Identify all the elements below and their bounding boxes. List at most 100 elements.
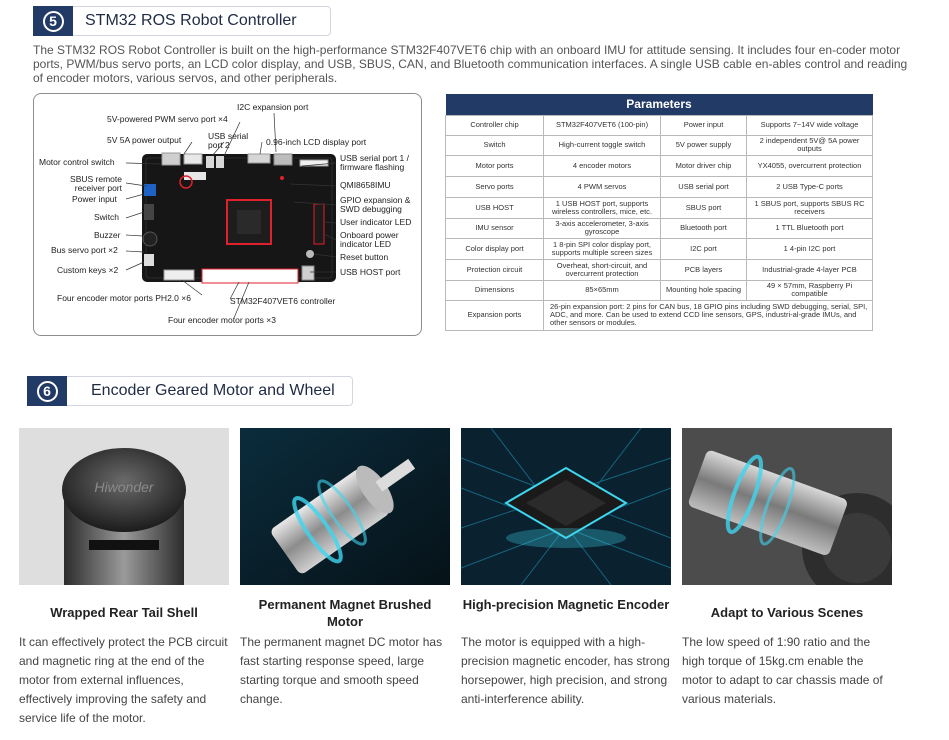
param-key: Color display port xyxy=(445,237,544,260)
brushed-motor-image xyxy=(240,428,450,585)
param-value: STM32F407VET6 (100-pin) xyxy=(543,114,661,136)
param-key: Mounting hole spacing xyxy=(660,279,747,301)
parameters-header: Parameters xyxy=(445,94,873,115)
param-key: USB serial port xyxy=(660,175,747,198)
param-value: 1 USB HOST port, supports wireless contr… xyxy=(543,196,661,219)
section-number-badge: 6 xyxy=(27,376,67,406)
label-gpio-swd: GPIO expansion & SWD debugging xyxy=(340,195,411,214)
param-value: Overheat, short-circuit, and overcurrent… xyxy=(543,258,661,281)
param-key: Motor ports xyxy=(445,154,544,177)
label-bus-servo: Bus servo port ×2 xyxy=(51,245,118,255)
param-value: Supports 7~14V wide voltage xyxy=(746,114,873,136)
section-5-header: 5 STM32 ROS Robot Controller xyxy=(33,6,331,36)
feature-card-tail-shell: Hiwonder xyxy=(19,428,229,585)
param-key: I2C port xyxy=(660,237,747,260)
label-encoder-ph: Four encoder motor ports PH2.0 ×6 xyxy=(57,293,191,303)
param-value: YX4055, overcurrent protection xyxy=(746,154,873,177)
label-usb-serial-1: USB serial port 1 / firmware flashing xyxy=(340,153,409,172)
magnetic-encoder-image xyxy=(461,428,671,585)
card-title-various-scenes: Adapt to Various Scenes xyxy=(710,605,864,620)
section-title: Encoder Geared Motor and Wheel xyxy=(67,376,353,406)
various-scenes-image xyxy=(682,428,892,585)
param-value: 1 4-pin I2C port xyxy=(746,237,873,260)
controller-intro-text: The STM32 ROS Robot Controller is built … xyxy=(33,43,908,85)
motor-wheel-picture xyxy=(682,428,892,585)
param-key: Servo ports xyxy=(445,175,544,198)
section-number: 5 xyxy=(42,10,64,32)
brushed-motor-picture xyxy=(240,428,450,585)
label-lcd-port: 0.96-inch LCD display port xyxy=(266,137,367,147)
param-key: Switch xyxy=(445,134,544,156)
label-sbus-port: SBUS remote receiver port xyxy=(70,174,122,193)
feature-card-various-scenes xyxy=(682,428,892,585)
label-custom-keys: Custom keys ×2 xyxy=(57,265,119,275)
param-key: Bluetooth port xyxy=(660,217,747,239)
label-power-output: 5V 5A power output xyxy=(107,135,182,145)
feature-card-brushed-motor xyxy=(240,428,450,585)
param-value-expansion: 26-pin expansion port: 2 pins for CAN bu… xyxy=(543,299,873,331)
section-number-badge: 5 xyxy=(33,6,73,36)
param-value: 2 independent 5V@ 5A power outputs xyxy=(746,134,873,156)
param-key: PCB layers xyxy=(660,258,747,281)
card-body-tail-shell: It can effectively protect the PCB circu… xyxy=(19,635,228,725)
card-title-tail-shell: Wrapped Rear Tail Shell xyxy=(50,605,198,620)
encoder-chip-picture xyxy=(461,428,671,585)
param-value: 4 encoder motors xyxy=(543,154,661,177)
tail-shell-image: Hiwonder xyxy=(19,428,229,585)
param-key: Power input xyxy=(660,114,747,136)
label-switch: Switch xyxy=(94,212,120,222)
section-number: 6 xyxy=(36,380,58,402)
param-value: High-current toggle switch xyxy=(543,134,661,156)
hiwonder-logo: Hiwonder xyxy=(94,479,154,495)
label-reset-button: Reset button xyxy=(340,252,389,262)
label-user-led: User indicator LED xyxy=(340,217,412,227)
label-usb-host: USB HOST port xyxy=(340,267,401,277)
param-key: Motor driver chip xyxy=(660,154,747,177)
label-motor-switch: Motor control switch xyxy=(39,157,115,167)
label-power-input: Power input xyxy=(72,194,117,204)
param-value: 2 USB Type-C ports xyxy=(746,175,873,198)
card-body-various-scenes: The low speed of 1:90 ratio and the high… xyxy=(682,635,883,706)
board-illustration xyxy=(125,112,337,319)
feature-card-magnetic-encoder xyxy=(461,428,671,585)
section-title: STM32 ROS Robot Controller xyxy=(73,6,331,36)
card-body-magnetic-encoder: The motor is equipped with a high-precis… xyxy=(461,635,670,706)
param-key: USB HOST xyxy=(445,196,544,219)
card-title-brushed-motor: Permanent Magnet Brushed Motor xyxy=(258,597,432,629)
param-value: 3-axis accelerometer, 3-axis gyroscope xyxy=(543,217,661,239)
param-key: Dimensions xyxy=(445,279,544,301)
label-usb-serial-2: USB serial port 2 xyxy=(208,131,249,150)
param-key: Controller chip xyxy=(445,114,544,136)
param-value: 1 SBUS port, supports SBUS RC receivers xyxy=(746,196,873,219)
param-key: Expansion ports xyxy=(445,299,544,331)
card-body-brushed-motor: The permanent magnet DC motor has fast s… xyxy=(240,635,443,706)
param-key: SBUS port xyxy=(660,196,747,219)
param-key: Protection circuit xyxy=(445,258,544,281)
param-key: 5V power supply xyxy=(660,134,747,156)
label-encoder-x3: Four encoder motor ports ×3 xyxy=(168,315,276,325)
param-value: 4 PWM servos xyxy=(543,175,661,198)
label-controller: STM32F407VET6 controller xyxy=(230,296,336,306)
controller-board-diagram: I2C expansion port 5V-powered PWM servo … xyxy=(33,93,422,336)
card-title-magnetic-encoder: High-precision Magnetic Encoder xyxy=(462,597,670,612)
section-6-header: 6 Encoder Geared Motor and Wheel xyxy=(27,376,353,406)
motor-tail-shell-picture: Hiwonder xyxy=(19,428,229,585)
label-i2c-expansion: I2C expansion port xyxy=(237,102,309,112)
param-key: IMU sensor xyxy=(445,217,544,239)
param-value: 1 8-pin SPI color display port, supports… xyxy=(543,237,661,260)
label-imu: QMI8658IMU xyxy=(340,180,391,190)
param-value: Industrial-grade 4-layer PCB xyxy=(746,258,873,281)
label-power-led: Onboard power indicator LED xyxy=(340,230,399,249)
label-pwm-servo-port: 5V-powered PWM servo port ×4 xyxy=(107,114,228,124)
